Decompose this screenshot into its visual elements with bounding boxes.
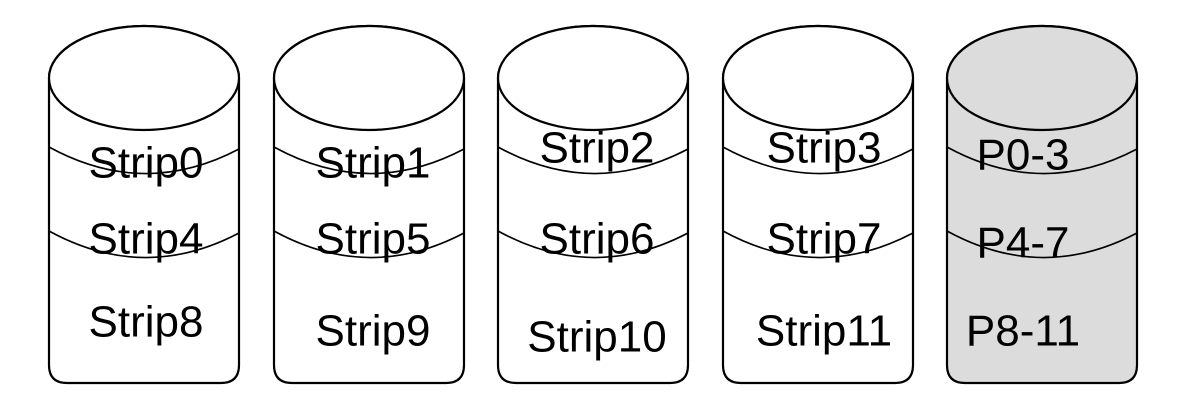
strip-label: Strip3 bbox=[767, 124, 882, 173]
strip-label: Strip0 bbox=[89, 139, 204, 188]
strip-label: Strip7 bbox=[767, 215, 882, 264]
disk-top bbox=[47, 24, 241, 132]
strip-label: Strip6 bbox=[540, 215, 655, 264]
strip-divider bbox=[497, 146, 689, 175]
strip-divider bbox=[722, 230, 914, 259]
strip-label: P4-7 bbox=[977, 219, 1070, 268]
strip-label: Strip5 bbox=[316, 215, 431, 264]
strip-divider bbox=[273, 230, 465, 259]
strip-divider bbox=[497, 230, 689, 259]
strip-label: Strip10 bbox=[527, 313, 666, 362]
strip-divider bbox=[48, 146, 240, 175]
strip-label: P0-3 bbox=[977, 131, 1070, 180]
strip-divider bbox=[946, 230, 1138, 259]
strip-divider bbox=[273, 146, 465, 175]
disk-top bbox=[272, 24, 466, 132]
disk-top bbox=[496, 24, 690, 132]
strip-label: Strip8 bbox=[89, 298, 204, 347]
strip-label: Strip2 bbox=[540, 124, 655, 173]
strip-divider bbox=[946, 146, 1138, 175]
strip-divider bbox=[722, 146, 914, 175]
strip-label: P8-11 bbox=[966, 307, 1080, 356]
strip-divider bbox=[48, 230, 240, 259]
disk-top bbox=[721, 24, 915, 132]
strip-label: Strip9 bbox=[316, 307, 431, 356]
strip-label: Strip1 bbox=[316, 139, 431, 188]
disk-top bbox=[945, 24, 1139, 132]
disk-4-parity: P0-3P4-7P8-11 bbox=[945, 24, 1139, 385]
strip-label: Strip4 bbox=[89, 215, 204, 264]
strip-label: Strip11 bbox=[756, 307, 892, 356]
